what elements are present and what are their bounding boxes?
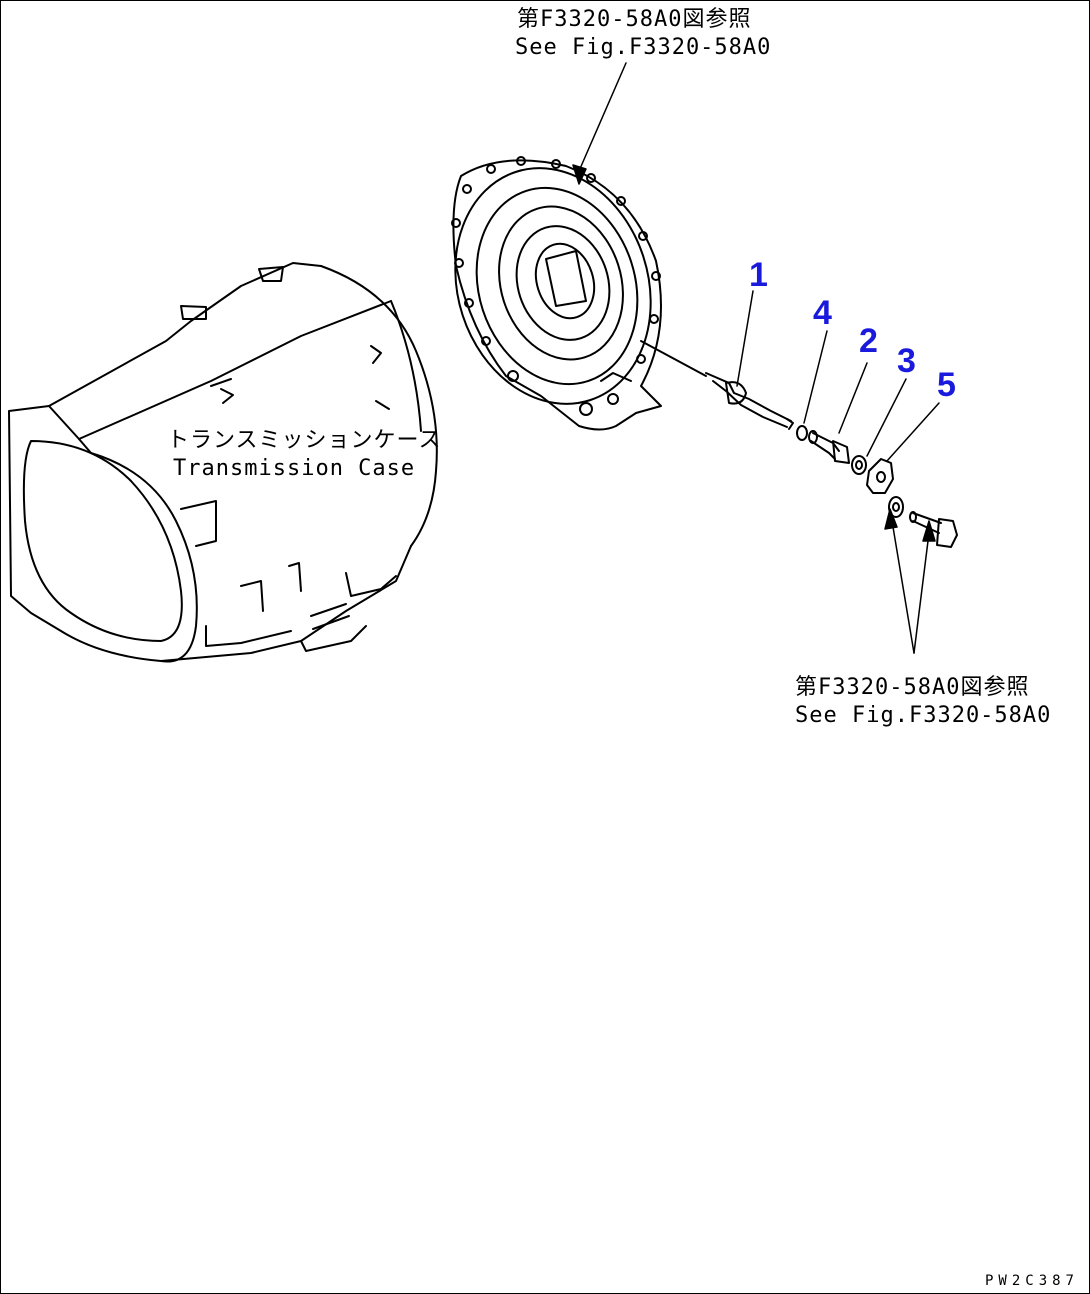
part-1-sensor-drawing	[640, 340, 794, 430]
transmission-case-drawing	[8, 262, 438, 663]
flange-housing-drawing	[451, 156, 662, 431]
transmission-case-label-jp: トランスミッションケース	[167, 428, 442, 453]
bottom-reference-jp: 第F3320-58A0図参照	[795, 675, 1030, 700]
washer-bolt-drawing	[888, 496, 958, 548]
top-reference-en: See Fig.F3320-58A0	[515, 35, 772, 60]
callout-3: 3	[897, 342, 916, 380]
callout-5: 5	[937, 366, 956, 404]
transmission-case-label-en: Transmission Case	[173, 456, 416, 481]
bottom-reference-en: See Fig.F3320-58A0	[795, 703, 1052, 728]
callout-2: 2	[859, 322, 878, 360]
drawing-code: PW2C387	[984, 1273, 1079, 1289]
callout-1: 1	[749, 256, 768, 294]
part-5-clip-drawing	[866, 458, 894, 494]
reference-arrows	[572, 62, 936, 654]
part-3-nut-drawing	[851, 455, 867, 475]
part-4-oring-drawing	[796, 425, 808, 441]
top-reference-jp: 第F3320-58A0図参照	[517, 7, 752, 32]
part-2-fitting-drawing	[808, 430, 850, 464]
callout-leaders	[736, 290, 940, 462]
callout-4: 4	[813, 294, 832, 332]
